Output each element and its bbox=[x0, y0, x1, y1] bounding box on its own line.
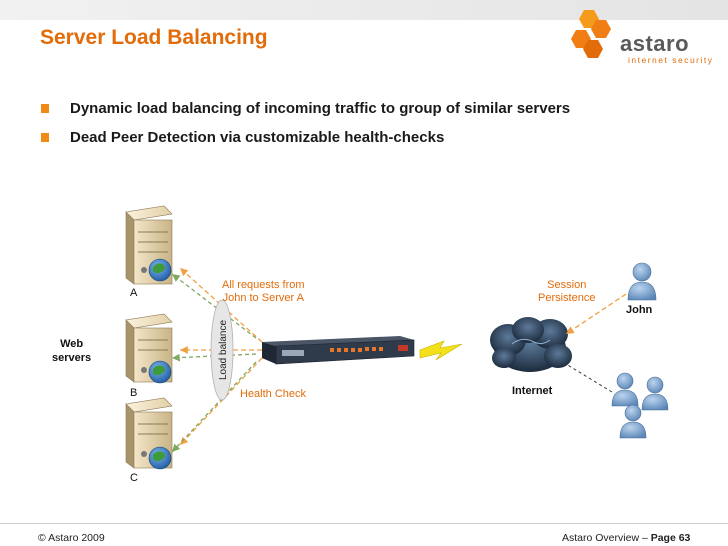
session-label: Session Persistence bbox=[538, 279, 595, 305]
john-label: John bbox=[626, 304, 653, 316]
server-a-label: A bbox=[130, 287, 138, 299]
bullet-text: Dead Peer Detection via customizable hea… bbox=[70, 129, 445, 146]
web-servers-label: Web servers bbox=[52, 337, 91, 365]
request-arrow-c bbox=[179, 357, 263, 446]
user-group-icon bbox=[611, 372, 669, 439]
health-arrow-a bbox=[171, 273, 257, 339]
top-band bbox=[0, 0, 728, 20]
logo-tagline: internet security bbox=[628, 55, 714, 65]
session-arrow bbox=[565, 293, 627, 335]
load-balance-label: Load balance bbox=[218, 320, 229, 380]
bullet-text: Dynamic load balancing of incoming traff… bbox=[70, 100, 571, 117]
server-b-label: B bbox=[130, 387, 138, 399]
footer-page-number: Page 63 bbox=[650, 532, 691, 544]
bullet-list: Dynamic load balancing of incoming traff… bbox=[38, 100, 570, 158]
astaro-appliance-icon bbox=[262, 336, 415, 365]
server-b-icon bbox=[125, 313, 173, 384]
server-c-icon bbox=[125, 397, 173, 470]
bullet-item: Dynamic load balancing of incoming traff… bbox=[38, 100, 570, 117]
slide-title: Server Load Balancing bbox=[40, 26, 268, 49]
footer-divider bbox=[0, 523, 728, 524]
request-arrow-a bbox=[179, 267, 263, 343]
web-servers-text: Web servers bbox=[52, 338, 92, 364]
session-text: Session Persistence bbox=[538, 279, 596, 304]
internet-cloud-icon bbox=[490, 317, 572, 372]
users-arrow bbox=[565, 363, 613, 393]
requests-text: All requests from John to Server A bbox=[222, 279, 305, 304]
bullet-square-icon bbox=[41, 104, 49, 113]
server-a-icon bbox=[125, 205, 173, 285]
server-c-label: C bbox=[130, 472, 138, 484]
internet-label: Internet bbox=[512, 385, 553, 397]
footer-copyright: © Astaro 2009 bbox=[38, 532, 105, 544]
astaro-logo-icon bbox=[571, 10, 611, 58]
bullet-square-icon bbox=[41, 133, 49, 142]
logo-wordmark: astaro bbox=[620, 31, 690, 56]
load-balance-ellipse bbox=[210, 299, 234, 401]
lightning-bolt-icon bbox=[419, 340, 463, 361]
john-user-icon bbox=[627, 262, 657, 301]
health-check-label: Health Check bbox=[240, 388, 307, 400]
requests-label: All requests from John to Server A bbox=[222, 279, 305, 305]
bullet-item: Dead Peer Detection via customizable hea… bbox=[38, 129, 570, 146]
footer-page: Astaro Overview – Page 63 bbox=[562, 532, 690, 544]
footer-page-prefix: Astaro Overview – bbox=[562, 532, 651, 544]
